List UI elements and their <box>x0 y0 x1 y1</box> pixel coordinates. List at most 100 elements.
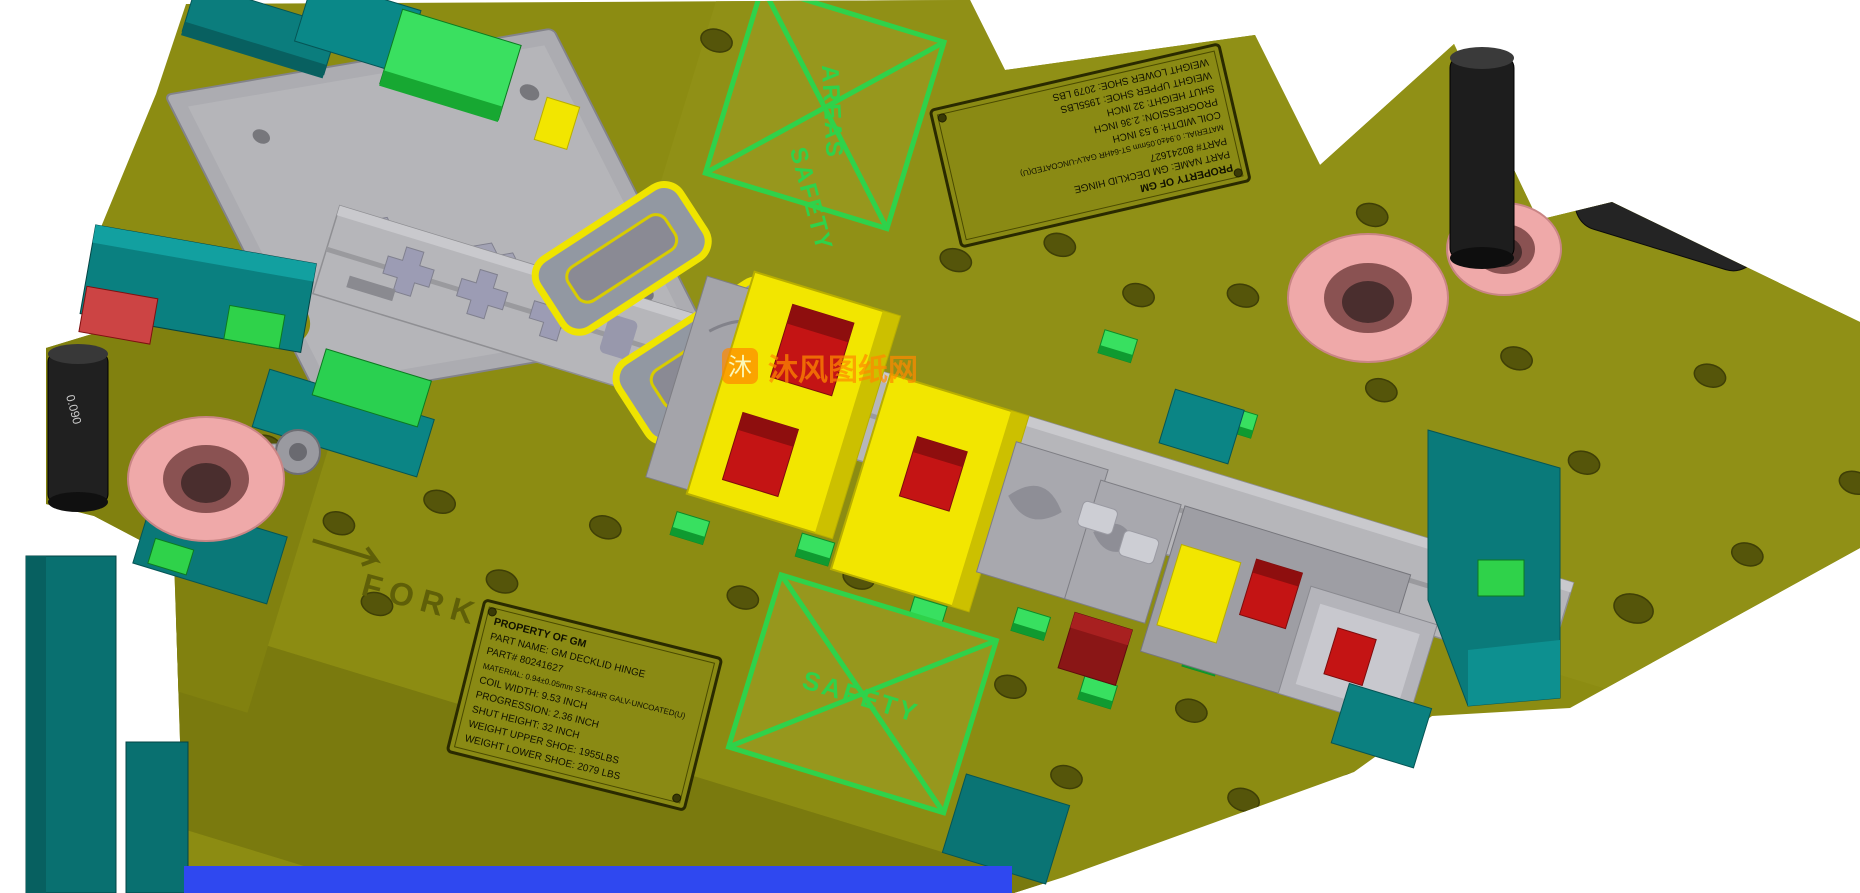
plate-screw <box>672 793 682 803</box>
info-plate-lower: PROPERTY OF GM PART NAME: GM DECKLID HIN… <box>446 599 723 811</box>
bolt-hole <box>1043 232 1077 258</box>
red-insert <box>721 411 800 498</box>
watermark-text: 沐风图纸网 <box>768 354 918 387</box>
forming-ring-left <box>531 181 712 336</box>
formed-part <box>1118 530 1160 565</box>
fork-arrow <box>312 538 382 567</box>
right-lower-teal <box>1330 682 1433 769</box>
bolt-hole <box>1516 744 1550 769</box>
right-green-tab <box>1477 559 1525 597</box>
red-insert <box>898 436 968 512</box>
watermark-logo <box>722 348 758 384</box>
die-block-shade <box>814 310 900 539</box>
guide-green-plate <box>311 348 433 428</box>
bolt-hole <box>1567 450 1601 475</box>
bolt-hole <box>1050 764 1083 790</box>
die-block-yellow-small <box>1156 543 1242 644</box>
bolt-hole <box>1355 202 1389 228</box>
cylinder-bottom <box>1450 247 1514 269</box>
red-insert <box>1323 627 1377 687</box>
sensor-block <box>1010 606 1052 641</box>
guide-bushing-right <box>1287 233 1449 363</box>
formed-part <box>1077 500 1118 535</box>
bolt-hole <box>588 515 622 540</box>
bolt-hole <box>1174 698 1208 723</box>
info-plate-upper-border <box>936 50 1244 241</box>
strip-slot <box>599 314 638 359</box>
guide-bushing-left <box>127 416 285 542</box>
lifter-yellow-stop <box>533 96 581 150</box>
bolt-hole <box>1730 542 1764 567</box>
red-insert <box>769 303 855 397</box>
bolt-hole <box>360 591 394 617</box>
sensor-block <box>1077 675 1118 710</box>
plate-screw <box>487 607 497 617</box>
right-teal-assembly <box>1427 429 1561 707</box>
bolt-hole <box>1122 282 1155 308</box>
bolt-hole <box>423 489 456 515</box>
rail-top <box>92 224 317 282</box>
die-legs <box>25 555 189 893</box>
cylinder-top <box>48 344 108 364</box>
info-plate-upper: PROPERTY OF GM PART NAME: GM DECKLID HIN… <box>929 43 1251 248</box>
sensor-block <box>794 532 836 567</box>
maroon-block <box>1057 611 1134 686</box>
safety-zone-x2 <box>727 638 998 750</box>
bolt-hole <box>1500 346 1533 371</box>
rail-green-clamp <box>223 304 286 350</box>
info-plate-lower-border <box>453 606 716 804</box>
lower-shoe-front-face <box>46 552 1301 893</box>
bolt-hole <box>1364 377 1398 403</box>
cylinder-bottom <box>48 492 108 512</box>
cylinder-body <box>1449 55 1515 261</box>
plug-socket <box>289 443 307 461</box>
gas-spring-left: 0.090 <box>47 344 109 512</box>
bushing-green-tab <box>147 537 195 576</box>
die-block-shade <box>951 410 1029 612</box>
counterbore-hole <box>1613 593 1654 624</box>
sensor-block <box>669 510 711 546</box>
lifter-assembly <box>293 0 581 150</box>
bolt-hole <box>485 569 519 594</box>
form-contour <box>1008 485 1062 520</box>
areas-zone-box: AREAS <box>702 0 948 232</box>
plate-screw <box>937 113 947 123</box>
left-rail <box>78 224 317 354</box>
blue-parallel-riser <box>184 866 1012 893</box>
watermark-logo-glyph: 沐 <box>728 354 752 381</box>
cylinder-body <box>47 351 109 505</box>
sensor-block <box>1097 329 1139 364</box>
red-insert <box>1238 558 1304 630</box>
leg-shade <box>26 556 46 893</box>
info-plate-lower-body <box>446 599 723 811</box>
die-sections <box>645 270 1438 733</box>
areas-zone-x2 <box>704 39 946 176</box>
plate-screw <box>1233 168 1243 178</box>
bolt-hole <box>1226 283 1260 308</box>
info-plate-upper-body <box>929 43 1251 248</box>
bolt-hole <box>1404 856 1438 882</box>
bolt-hole <box>1227 787 1260 813</box>
bushing-bore-deep <box>181 463 231 503</box>
right-teal-face <box>1468 640 1560 706</box>
areas-zone-label: AREAS <box>816 64 848 159</box>
bolt-hole <box>726 585 760 610</box>
bolt-hole <box>322 510 356 536</box>
dowel-hole <box>252 129 270 144</box>
bolt-hole <box>939 247 973 273</box>
leg <box>125 741 189 893</box>
strip-slot <box>346 275 396 302</box>
watermark: 沐 沐风图纸网 <box>722 348 918 387</box>
stamped-part <box>455 268 509 320</box>
bushing-bore-deep <box>1342 281 1394 323</box>
gas-spring-right <box>1449 47 1515 269</box>
cylinder-top <box>1450 47 1514 69</box>
bolt-hole <box>994 674 1027 700</box>
rail-red-face <box>78 285 159 345</box>
dowel-hole <box>519 84 540 101</box>
safety-zone-box: SAFETY <box>725 571 1000 816</box>
lifter-green-shade <box>379 70 503 122</box>
stamped-part <box>382 246 435 297</box>
